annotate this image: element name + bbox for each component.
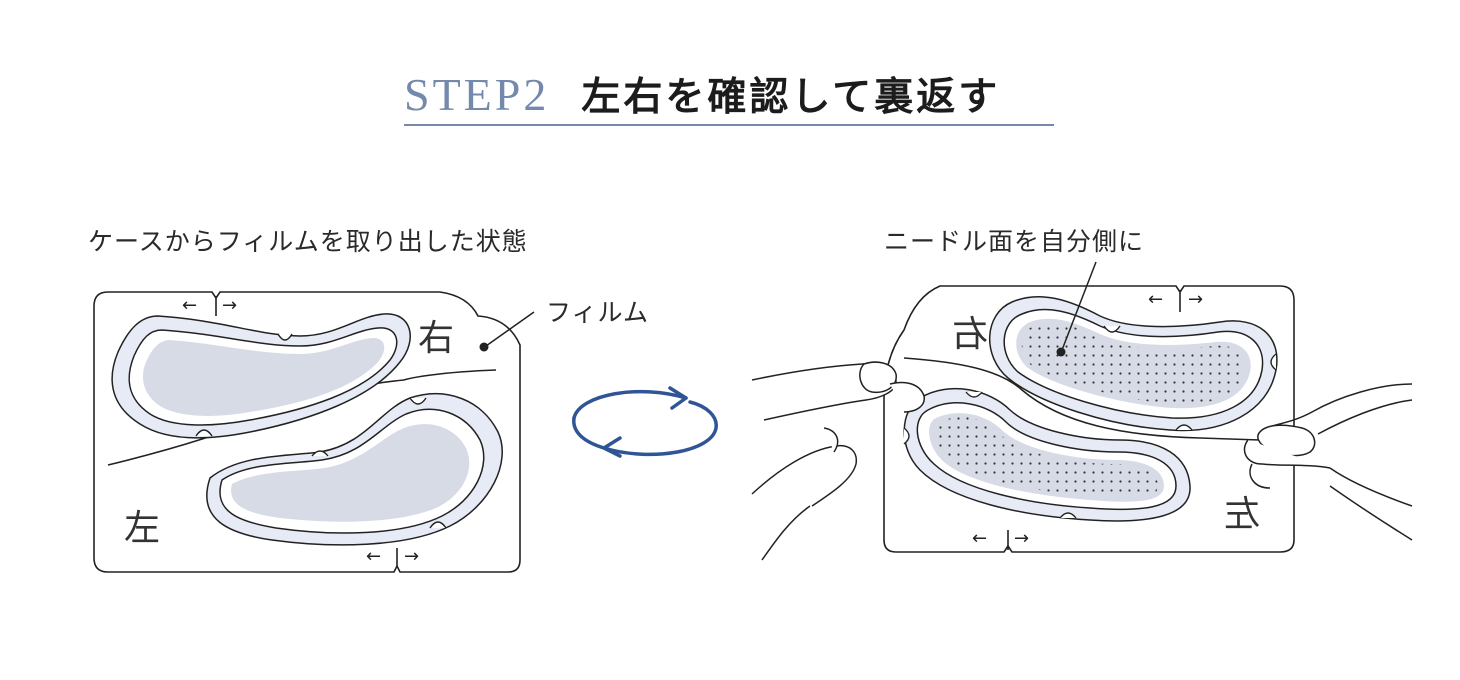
arrow-right-icon: → xyxy=(1014,528,1029,549)
mark-left-left-panel: 左 xyxy=(124,508,160,549)
film-card-right xyxy=(883,285,1295,553)
title-block: STEP2 左右を確認して裏返す xyxy=(404,60,1054,130)
arrow-left-icon: ← xyxy=(366,546,381,567)
eye-patch-lower-left xyxy=(206,393,503,546)
film-leader xyxy=(479,311,535,352)
arrow-left-icon: ← xyxy=(1148,289,1163,310)
arrow-right-icon: → xyxy=(222,295,237,316)
step-heading: 左右を確認して裏返す xyxy=(581,75,1001,120)
pointer-dot-icon xyxy=(479,342,489,352)
arrow-right-icon: → xyxy=(1188,289,1203,310)
pointer-dot-icon xyxy=(1056,347,1066,357)
mark-right-right-panel: 右 xyxy=(952,314,988,355)
arrow-left-icon: ← xyxy=(182,295,197,316)
needle-surface-upper xyxy=(1021,322,1245,405)
right-caption: ニードル面を自分側に xyxy=(884,227,1145,256)
svg-text:左: 左 xyxy=(1224,494,1260,535)
hand-right xyxy=(1243,383,1413,541)
mark-right-left-panel: 右 xyxy=(418,318,454,359)
hand-left xyxy=(751,361,925,561)
svg-text:右: 右 xyxy=(952,314,988,355)
needle-surface-lower xyxy=(934,417,1158,499)
title-underline xyxy=(404,124,1054,126)
arrow-right-icon: → xyxy=(404,546,419,567)
eye-patch-upper-left xyxy=(111,313,411,439)
page-title: STEP2 左右を確認して裏返す xyxy=(404,66,1000,122)
step-number: STEP2 xyxy=(404,69,550,120)
needle-leader xyxy=(1056,261,1097,357)
rotate-arrows-icon xyxy=(572,386,718,458)
film-label: フィルム xyxy=(546,298,650,327)
left-caption: ケースからフィルムを取り出した状態 xyxy=(88,227,528,256)
mark-left-right-panel: 左 xyxy=(1224,494,1260,535)
arrow-left-icon: ← xyxy=(972,528,987,549)
